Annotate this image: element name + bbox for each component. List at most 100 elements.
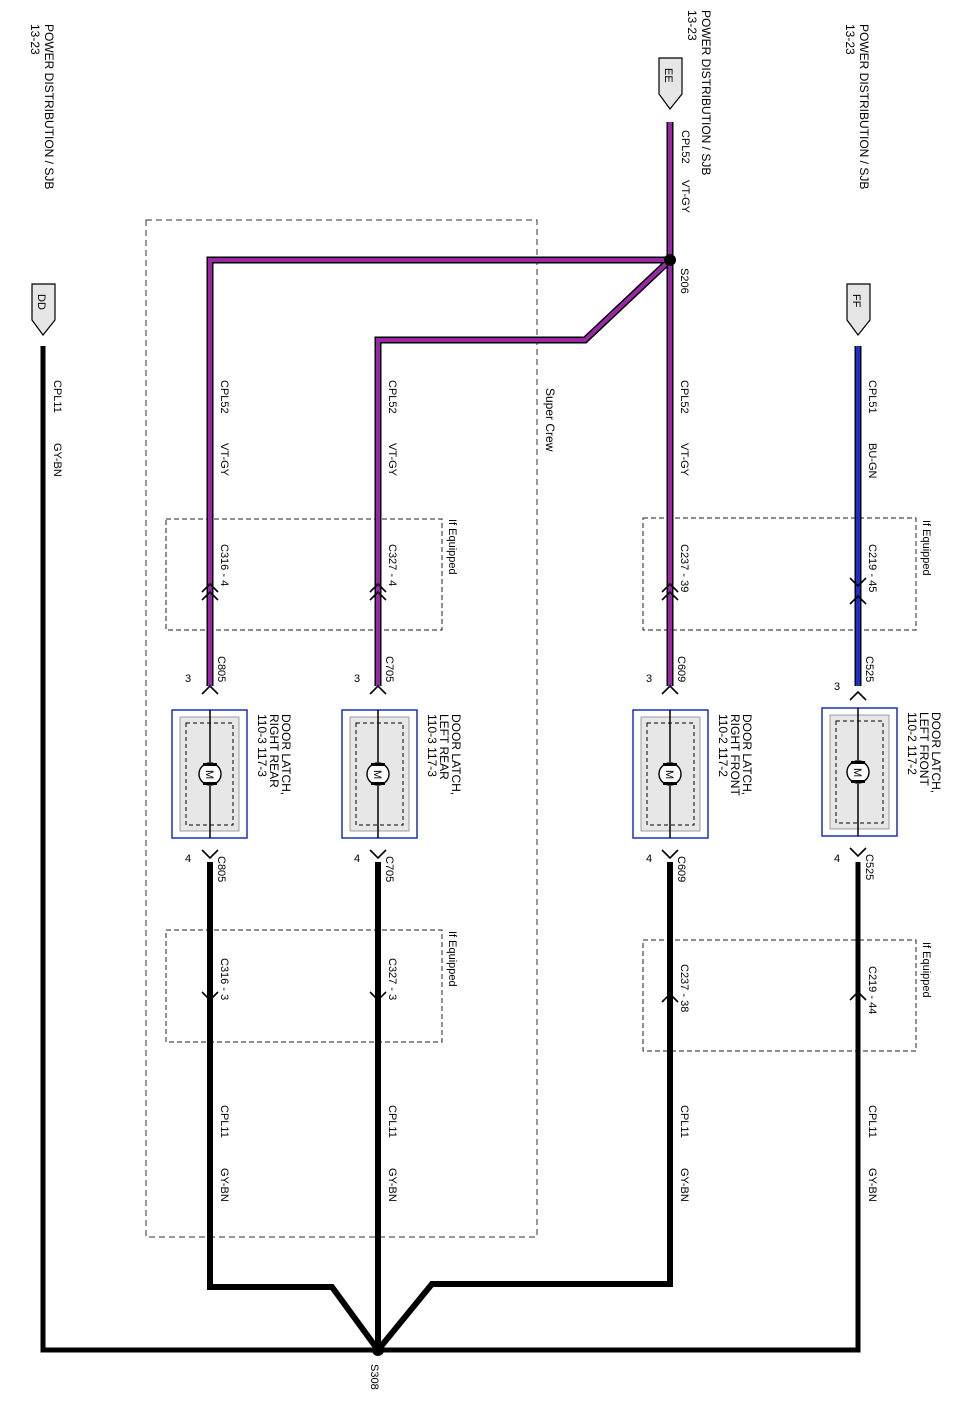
wire-label-rf-return-circuit: CPL11 [678,1105,690,1138]
latch-name-3: 110-3 117-3 [425,714,439,777]
latch-name-3: 110-3 117-3 [255,714,269,777]
inline-connector-lower: C237 - 38 [678,964,690,1012]
if-equipped-label-front-lower: If Equipped [920,942,932,998]
source-dd: DD POWER DISTRIBUTION / SJB 13-23 [28,24,56,336]
inline-connector-lower: C327 - 3 [386,958,398,1000]
if-equipped-label-rear-lower: If Equipped [446,931,458,987]
wire-label-rf-feed-circuit: CPL52 [678,380,690,414]
if-equipped-box-front-lower [642,939,917,1052]
inline-connector-upper: C219 - 45 [866,544,878,592]
source-ee-tag: EE [662,68,674,83]
splice-s308-label: S308 [368,1364,380,1390]
latch-name-2: RIGHT REAR [267,714,281,788]
connector-mark-icon [849,577,867,588]
wire-label-rr-return-circuit: CPL11 [218,1105,230,1138]
connector-mark-icon [849,847,867,858]
latch-name-2: LEFT FRONT [917,712,931,786]
latch-connector-out: C705 [383,856,395,882]
inline-connector-upper: C316 - 4 [218,544,230,586]
splice-s206 [664,254,676,266]
source-dd-tag: DD [35,294,47,310]
super-crew-region [145,219,538,1238]
connector-mark-icon [661,582,679,593]
wire-label-lf-return-circuit: CPL11 [866,1105,878,1138]
latch-name-2: LEFT REAR [437,714,451,780]
wire-label-lf-return-color: GY-BN [866,1168,878,1202]
latch-name-2: RIGHT FRONT [728,714,742,796]
source-ee-title: POWER DISTRIBUTION / SJB [699,10,713,175]
latch-connector-out: C609 [675,856,687,882]
wire-label-rf-feed-color: VT-GY [678,443,690,477]
connector-mark-icon [201,991,219,1002]
latch-connector-in: C805 [215,656,227,682]
motor-label: M [663,770,675,779]
pin-out: 4 [185,853,191,865]
latch-connector-in: C609 [675,656,687,682]
latch-module-dashed [355,722,404,826]
pin-out: 4 [354,853,360,865]
connector-mark-icon [369,849,387,860]
wire-label-lr-feed-color: VT-GY [386,443,398,477]
source-dd-title: POWER DISTRIBUTION / SJB [42,24,56,189]
wire-label-top-ee-color: VT-GY [679,180,691,214]
door-latch-left-front: C219 - 45 C525 3 M DOOR LATCH, LEFT FRON… [821,544,943,1014]
if-equipped-box-front-upper [642,517,917,631]
latch-name-1: DOOR LATCH, [740,714,754,795]
cpl52-feed-network [206,122,674,686]
door-latch-right-rear: C316 - 4 C805 3 M DOOR LATCH, RIGHT REAR… [171,544,293,1002]
connector-mark-icon [661,684,679,695]
door-latch-left-rear: C327 - 4 C705 3 M DOOR LATCH, LEFT REAR … [341,544,463,1002]
motor-label: M [851,768,863,777]
pin-in: 3 [834,681,840,693]
pin-out: 4 [646,853,652,865]
latch-name-1: DOOR LATCH, [449,714,463,795]
latch-connector-out: C525 [863,854,875,880]
connector-mark-icon [849,594,867,605]
latch-name-1: DOOR LATCH, [929,712,943,793]
wire-label-rr-return-color: GY-BN [218,1168,230,1202]
pin-in: 3 [354,673,360,685]
connector-mark-icon [201,590,219,601]
wire-label-rr-feed-circuit: CPL52 [218,380,230,414]
connector-mark-icon [661,849,679,860]
wire-label-lf-feed-circuit: CPL51 [866,380,878,414]
if-equipped-label-rear-upper: If Equipped [446,519,458,575]
pin-out: 4 [834,853,840,865]
cpl11-ground-network [40,346,861,1353]
latch-connector-out: C805 [215,856,227,882]
inline-connector-upper: C237 - 39 [678,544,690,592]
source-ee-ref: 13-23 [685,10,699,41]
pin-in: 3 [646,673,652,685]
if-equipped-box-rear-upper [165,518,443,631]
connector-mark-icon [369,684,387,695]
connector-mark-icon [661,590,679,601]
wire-label-top-ee-circuit: CPL52 [679,130,691,164]
latch-connector-in: C705 [383,656,395,682]
latch-connector-in: C525 [863,656,875,682]
motor-label: M [371,770,383,779]
inline-connector-lower: C316 - 3 [218,958,230,1000]
connector-mark-icon [849,990,867,1001]
motor-label: M [203,770,215,779]
inline-connector-lower: C219 - 44 [866,966,878,1014]
connector-mark-icon [369,590,387,601]
source-dd-ref: 13-23 [28,24,42,55]
source-ff-tag: FF [850,294,862,308]
connector-mark-icon [201,849,219,860]
connector-mark-icon [369,991,387,1002]
pin-in: 3 [185,673,191,685]
connector-mark-icon [369,582,387,593]
latch-module-dashed [835,720,884,824]
if-equipped-box-rear-lower [165,929,443,1043]
connector-mark-icon [661,992,679,1003]
connector-mark-icon [201,582,219,593]
source-ee: EE POWER DISTRIBUTION / SJB 13-23 [658,10,713,175]
wire-label-dd-circuit: CPL11 [51,380,63,413]
splice-s308 [372,1344,384,1356]
wire-label-dd-color: GY-BN [51,443,63,477]
wire-label-lr-return-circuit: CPL11 [386,1105,398,1138]
connector-mark-icon [201,684,219,695]
wire-label-lr-return-color: GY-BN [386,1168,398,1202]
wire-label-lf-feed-color: BU-GN [866,443,878,479]
